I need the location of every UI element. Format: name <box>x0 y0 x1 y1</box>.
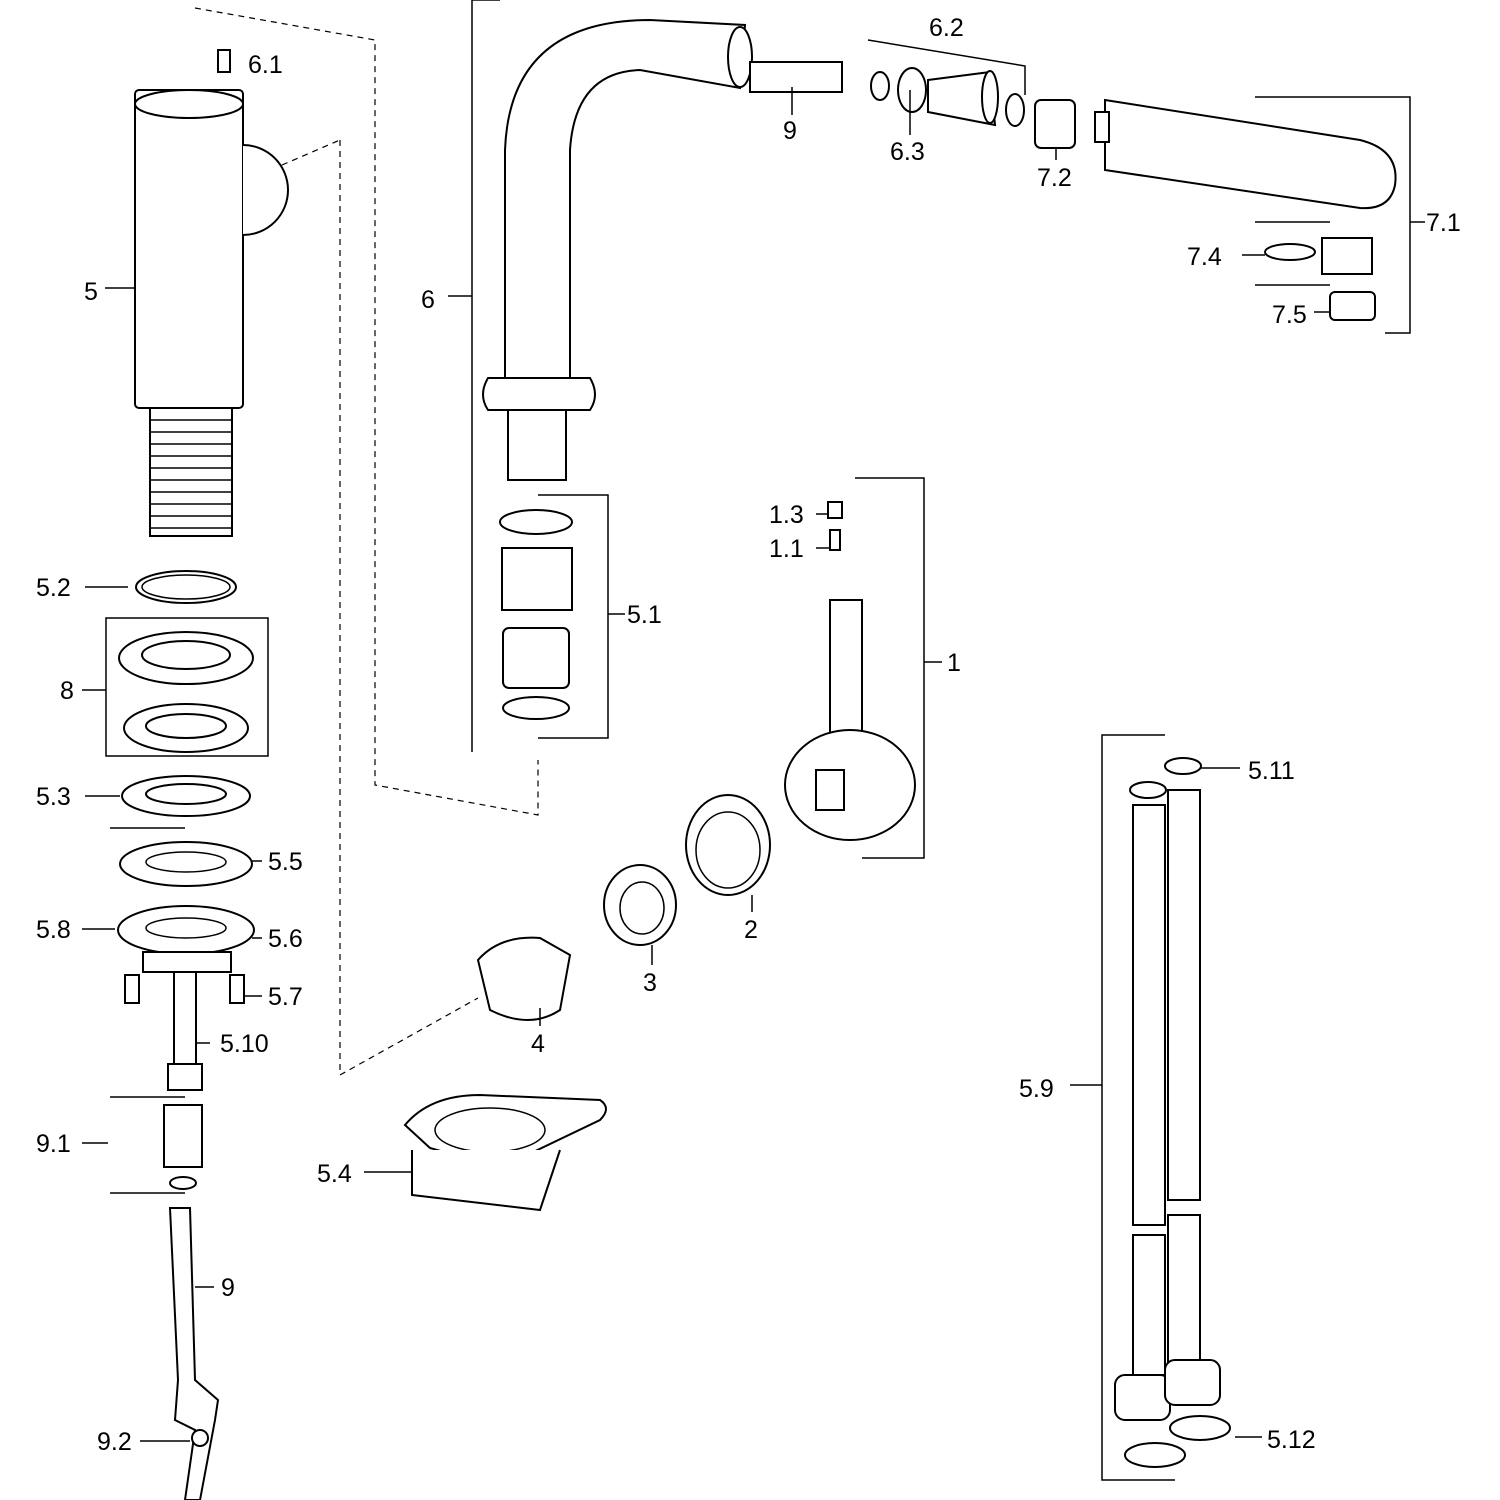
leader-lines <box>82 87 1425 1442</box>
label-2: 2 <box>744 916 758 944</box>
label-6-2: 6.2 <box>929 14 964 42</box>
label-7-5: 7.5 <box>1272 301 1307 329</box>
label-5-2: 5.2 <box>36 574 71 602</box>
label-9-2: 9.2 <box>97 1428 132 1456</box>
part-1-handle <box>784 477 925 859</box>
part-5-1-cartridge <box>499 494 609 739</box>
label-7-2: 7.2 <box>1037 164 1072 192</box>
label-9-spout: 9 <box>783 117 797 145</box>
label-5-12: 5.12 <box>1267 1426 1316 1454</box>
label-5-6: 5.6 <box>268 925 303 953</box>
label-6: 6 <box>421 286 435 314</box>
part-labels: 6.1 5 5.2 8 5.3 5.5 5.8 5.6 5.7 5.10 9.1… <box>36 14 1461 1456</box>
label-4: 4 <box>531 1030 545 1058</box>
label-7-4: 7.4 <box>1187 243 1222 271</box>
label-8: 8 <box>60 677 74 705</box>
part-5-valve-body <box>134 49 289 537</box>
label-9-hose: 9 <box>221 1274 235 1302</box>
label-5-1: 5.1 <box>627 601 662 629</box>
part-6-spout <box>471 0 1076 752</box>
label-6-1: 6.1 <box>248 51 283 79</box>
label-7-1: 7.1 <box>1426 209 1461 237</box>
label-5-5: 5.5 <box>268 848 303 876</box>
parts-2-3-4 <box>476 794 771 1021</box>
part-5-4-cover <box>403 1093 607 1212</box>
part-washers-left <box>105 570 269 1500</box>
label-3: 3 <box>643 969 657 997</box>
part-7-outlet <box>1094 96 1411 334</box>
label-5-11: 5.11 <box>1248 757 1295 785</box>
dashed-guides <box>194 7 539 1077</box>
label-1-3: 1.3 <box>769 501 804 529</box>
label-5-10: 5.10 <box>220 1030 269 1058</box>
label-1-1: 1.1 <box>769 535 804 563</box>
label-5-4: 5.4 <box>317 1160 352 1188</box>
label-5-7: 5.7 <box>268 983 303 1011</box>
label-5-9: 5.9 <box>1019 1075 1054 1103</box>
label-9-1: 9.1 <box>36 1130 71 1158</box>
label-1: 1 <box>947 649 961 677</box>
label-5-8: 5.8 <box>36 916 71 944</box>
label-5: 5 <box>84 278 98 306</box>
label-6-3: 6.3 <box>890 138 925 166</box>
part-5-9-hoses <box>1101 734 1231 1481</box>
label-5-3: 5.3 <box>36 783 71 811</box>
